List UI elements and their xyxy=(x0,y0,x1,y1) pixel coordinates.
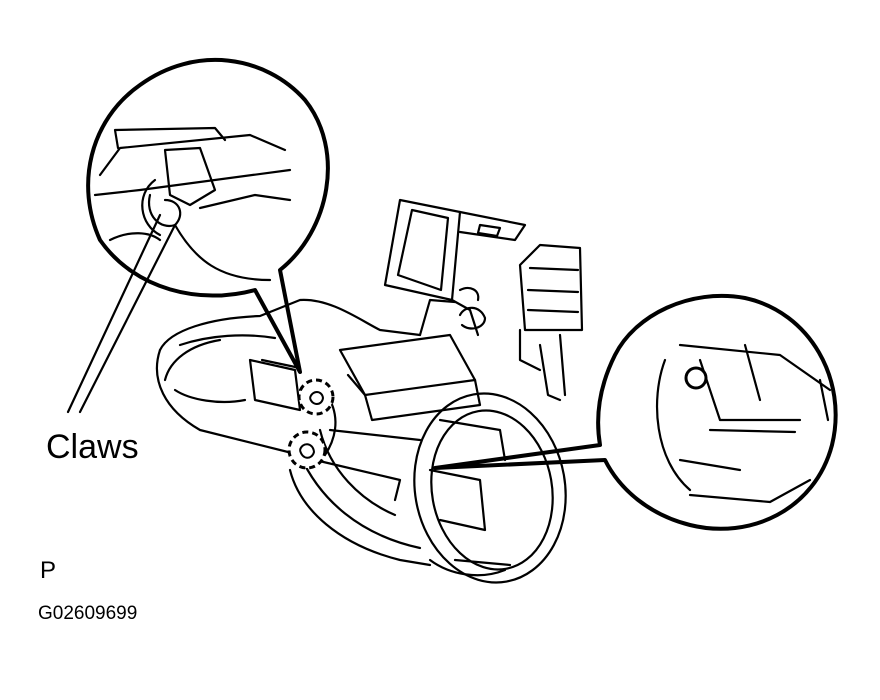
claws-leader-lines xyxy=(66,213,177,414)
lower-claw-circle xyxy=(287,430,327,470)
right-detail-inset xyxy=(433,293,838,531)
upper-claw-circle xyxy=(297,378,335,416)
left-detail-inset xyxy=(86,58,330,374)
connector-plug xyxy=(518,243,584,402)
column-cover-body xyxy=(155,298,482,567)
column-cover-ring xyxy=(413,392,567,584)
illustration-code: G02609699 xyxy=(38,603,138,624)
lower-claw-icon xyxy=(299,443,316,459)
claws-label: Claws xyxy=(46,428,139,466)
right-inset-claw-marker xyxy=(684,366,708,390)
switch-bracket xyxy=(383,198,527,337)
view-letter-label: P xyxy=(40,557,57,584)
upper-claw-icon xyxy=(309,391,325,405)
